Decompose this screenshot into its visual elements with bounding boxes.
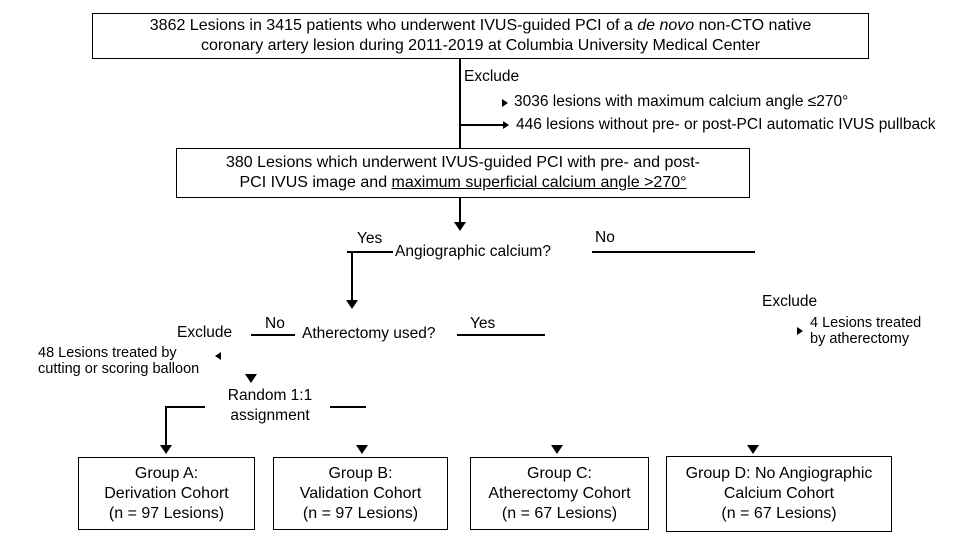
second-population-box: 380 Lesions which underwent IVUS-guided … [176,148,750,198]
exclude-top-label: Exclude [464,68,520,85]
group-a-line1: Group A: [134,464,199,482]
decision1-no-label: No [595,229,615,246]
top-box-line1-pre: 3862 Lesions in 3415 patients who underw… [149,17,638,34]
connector-random-to-groupA [165,406,167,446]
exclude-right-line1: 4 Lesions treated [810,315,922,331]
decision1-question: Angiographic calcium? [395,243,551,260]
arrow-left-icon [215,352,221,360]
exclude-top-item2: 446 lesions without pre- or post-PCI aut… [516,116,936,133]
arrow-down-icon [160,445,172,454]
second-box-line1: 380 Lesions which underwent IVUS-guided … [225,154,701,171]
bullet-arrow-icon [503,121,509,129]
arrow-down-icon [245,374,257,383]
group-d-line2: Calcium Cohort [723,485,835,502]
group-b-line3: (n = 97 Lesions) [302,504,419,522]
group-b-box: Group B: Validation Cohort (n = 97 Lesio… [273,457,448,530]
top-box-line1-italic: de novo [637,17,695,34]
group-a-line3: (n = 97 Lesions) [108,504,225,522]
second-box-line2-pre: PCI IVUS image and [239,174,392,191]
decision1-no-line [592,251,755,253]
random-assignment-label: Random 1:1 assignment [195,386,345,426]
exclude-left-label: Exclude [177,324,233,341]
group-c-line2: Atherectomy Cohort [488,484,631,502]
decision1-yes-line [347,251,393,253]
random-left-line [165,406,205,408]
group-d-line1: Group D: No Angiographic [685,465,873,482]
arrow-down-icon [346,300,358,309]
decision1-yes-label: Yes [357,230,383,247]
exclude-right-line2: by atherectomy [810,331,910,347]
decision2-no-line [251,334,295,336]
group-c-line1: Group C: [527,464,592,482]
arrow-down-icon [747,445,759,454]
group-b-line1: Group B: [328,464,393,482]
bullet-arrow-icon [797,327,803,335]
random-line2: assignment [230,407,310,424]
decision2-question: Atherectomy used? [302,325,436,342]
exclude-left-line1: 48 Lesions treated by [38,345,177,361]
second-box-line2: PCI IVUS image and maximum superficial c… [177,173,749,193]
arrow-down-icon [551,445,563,454]
group-d-box: Group D: No Angiographic Calcium Cohort … [666,456,892,532]
bullet-arrow-icon [502,99,508,107]
exclude-left-line2: cutting or scoring balloon [38,361,200,377]
decision2-no-label: No [265,315,285,332]
second-box-line2-underlined: maximum superficial calcium angle >270° [391,174,687,191]
top-box-line1-post: non-CTO native [694,17,812,34]
arrow-down-icon [454,222,466,231]
connector-decision1-to-decision2 [351,251,353,301]
connector-topbox-to-secondbox [459,59,461,148]
top-box-line2: coronary artery lesion during 2011-2019 … [200,37,761,54]
group-a-line2: Derivation Cohort [104,484,229,502]
decision2-yes-line [457,334,545,336]
random-line1: Random 1:1 [227,387,313,404]
connector-secondbox-to-decision1 [459,198,461,224]
group-c-line3: (n = 67 Lesions) [501,504,618,522]
random-right-line [330,406,366,408]
connector-exclude-item2 [460,124,504,126]
exclude-top-item1: 3036 lesions with maximum calcium angle … [514,93,849,110]
top-box-line1: 3862 Lesions in 3415 patients who underw… [93,16,868,36]
arrow-down-icon [356,445,368,454]
decision2-yes-label: Yes [470,315,496,332]
group-d-line3: (n = 67 Lesions) [721,505,837,522]
group-b-line2: Validation Cohort [299,484,422,502]
group-a-box: Group A: Derivation Cohort (n = 97 Lesio… [78,457,255,530]
exclude-right-label: Exclude [762,293,818,310]
group-c-box: Group C: Atherectomy Cohort (n = 67 Lesi… [470,457,649,530]
top-population-box: 3862 Lesions in 3415 patients who underw… [92,13,869,59]
